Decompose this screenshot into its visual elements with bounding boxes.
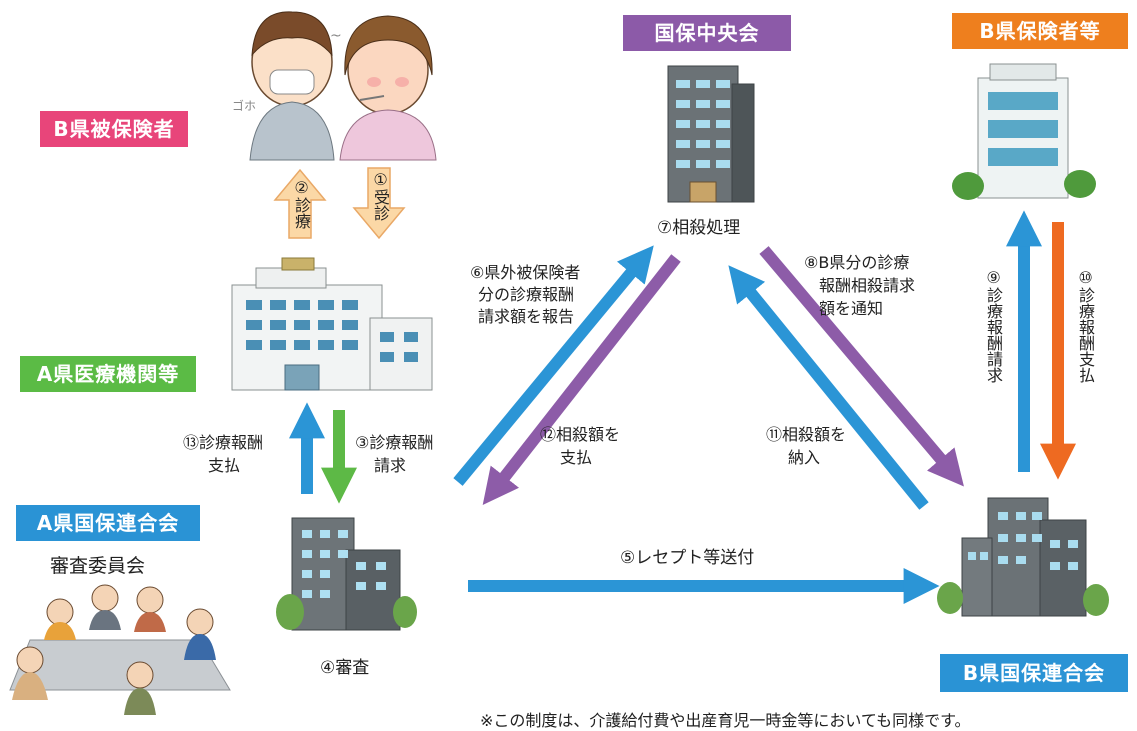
insurer-building-illustration xyxy=(952,63,1096,200)
tag-b-federation: B県国保連合会 xyxy=(940,654,1128,692)
tag-a-medical: A県医療機関等 xyxy=(20,356,196,392)
label-step3-line1: ③診療報酬 xyxy=(355,433,434,452)
arrow-step12 xyxy=(482,254,681,506)
label-step13-line1: ⑬診療報酬 xyxy=(183,433,264,452)
label-step9: ⑨診療報酬請求 xyxy=(984,268,1003,383)
tag-b-insured: B県被保険者 xyxy=(40,111,188,147)
hospital-illustration xyxy=(231,257,433,391)
committee-meeting-illustration xyxy=(9,584,231,715)
arrow-step2-up xyxy=(273,168,327,239)
step2-text: ②診療 xyxy=(292,178,311,229)
label-step8-line3: 額を通知 xyxy=(819,299,884,318)
tag-a-federation: A県国保連合会 xyxy=(16,505,200,541)
label-step6-line3: 請求額を報告 xyxy=(478,307,575,326)
label-step13-line2: 支払 xyxy=(208,456,241,475)
label-step8-line2: 報酬相殺請求 xyxy=(819,276,916,295)
label-step11-line1: ⑪相殺額を xyxy=(766,425,847,444)
arrow-step1-down xyxy=(352,167,406,240)
b-federation-building-illustration xyxy=(937,497,1109,617)
label-step8-line1: ⑧B県分の診療 xyxy=(804,253,910,272)
label-step7: ⑦相殺処理 xyxy=(657,218,741,238)
label-step2: ②診療 xyxy=(291,178,311,229)
label-step10: ⑩診療報酬支払 xyxy=(1076,268,1095,383)
central-building-illustration xyxy=(667,65,755,203)
tag-b-insurer: B県保険者等 xyxy=(952,13,1128,49)
label-step4: ④審査 xyxy=(320,658,370,678)
svg-text:~: ~ xyxy=(330,28,342,44)
label-step11-line2: 納入 xyxy=(788,448,821,467)
patients-illustration: ~ ゴホ xyxy=(232,11,437,161)
label-step6-line2: 分の診療報酬 xyxy=(478,285,575,304)
arrow-step6 xyxy=(453,245,654,486)
label-step6-line1: ⑥県外被保険者 xyxy=(470,263,581,282)
arrow-step8 xyxy=(759,246,964,487)
label-review-committee: 審査委員会 xyxy=(50,555,146,577)
label-step12-line1: ⑫相殺額を xyxy=(540,425,621,444)
federation-building-illustration xyxy=(276,517,417,631)
svg-text:ゴホ: ゴホ xyxy=(232,98,256,113)
tag-central: 国保中央会 xyxy=(623,15,791,51)
arrow-step11 xyxy=(728,265,929,510)
label-step5: ⑤レセプト等送付 xyxy=(620,548,755,568)
label-step3-line2: 請求 xyxy=(374,456,407,475)
label-step1: ①受診 xyxy=(370,170,390,221)
step1-text: ①受診 xyxy=(371,170,390,221)
label-step12-line2: 支払 xyxy=(560,448,593,467)
footnote: ※この制度は、介護給付費や出産育児一時金等においても同様です。 xyxy=(480,711,971,730)
